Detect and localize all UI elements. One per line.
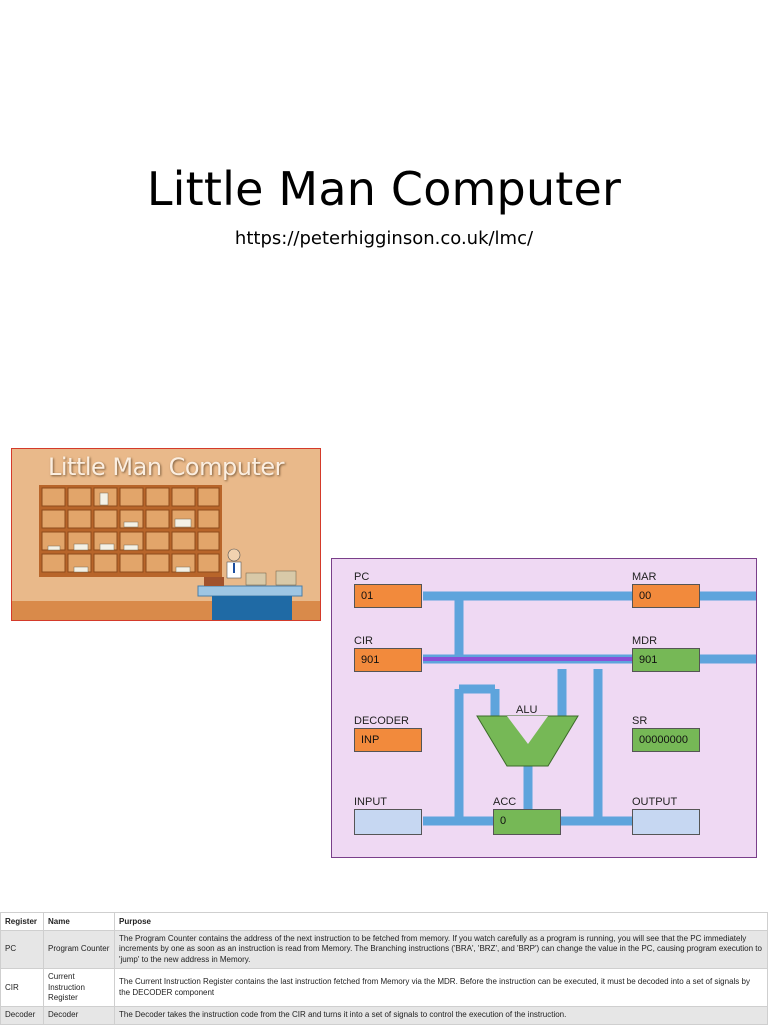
pc-label: PC [354, 571, 370, 583]
header-register: Register [0, 912, 44, 931]
register-table: Register Name Purpose PC Program Counter… [0, 912, 768, 1025]
lmc-architecture-diagram: PC 01 MAR 00 CIR 901 MDR 901 ALU DECODER… [331, 558, 757, 858]
table-row: CIR Current Instruction Register The Cur… [0, 968, 768, 1008]
bus-lines [423, 591, 756, 826]
header-name: Name [43, 912, 115, 931]
cell-name: Current Instruction Register [43, 968, 115, 1008]
mar-register: 00 [632, 584, 700, 608]
input-register[interactable] [354, 809, 422, 835]
cell-register: PC [0, 929, 44, 970]
cell-register: CIR [0, 968, 44, 1008]
sr-label: SR [632, 715, 648, 727]
sr-register: 00000000 [632, 728, 700, 752]
alu-label: ALU [516, 704, 538, 716]
output-label: OUTPUT [632, 796, 678, 808]
slide-title: Little Man Computer [146, 162, 622, 216]
decoder-label: DECODER [354, 715, 410, 727]
output-register [632, 809, 700, 835]
header-purpose: Purpose [114, 912, 768, 931]
acc-register: 0 [493, 809, 561, 835]
cell-purpose: The Program Counter contains the address… [114, 929, 768, 970]
illustration-title: Little Man Computer [48, 453, 284, 481]
little-man-illustration: Little Man Computer [11, 448, 321, 621]
table-header-row: Register Name Purpose [0, 912, 768, 931]
mdr-label: MDR [632, 635, 658, 647]
acc-label: ACC [493, 796, 517, 808]
cell-name: Decoder [43, 1006, 115, 1025]
cir-label: CIR [354, 635, 373, 647]
slide-url[interactable]: https://peterhigginson.co.uk/lmc/ [234, 228, 534, 249]
decoder-register: INP [354, 728, 422, 752]
pc-register: 01 [354, 584, 422, 608]
input-label: INPUT [354, 796, 387, 808]
table-row: Decoder Decoder The Decoder takes the in… [0, 1006, 768, 1025]
cell-register: Decoder [0, 1006, 44, 1025]
mar-label: MAR [632, 571, 657, 583]
mdr-register: 901 [632, 648, 700, 672]
cell-purpose: The Current Instruction Register contain… [114, 968, 768, 1008]
pigeonhole-scene [12, 485, 320, 620]
cell-purpose: The Decoder takes the instruction code f… [114, 1006, 768, 1025]
cell-name: Program Counter [43, 929, 115, 970]
cir-register: 901 [354, 648, 422, 672]
table-row: PC Program Counter The Program Counter c… [0, 929, 768, 970]
